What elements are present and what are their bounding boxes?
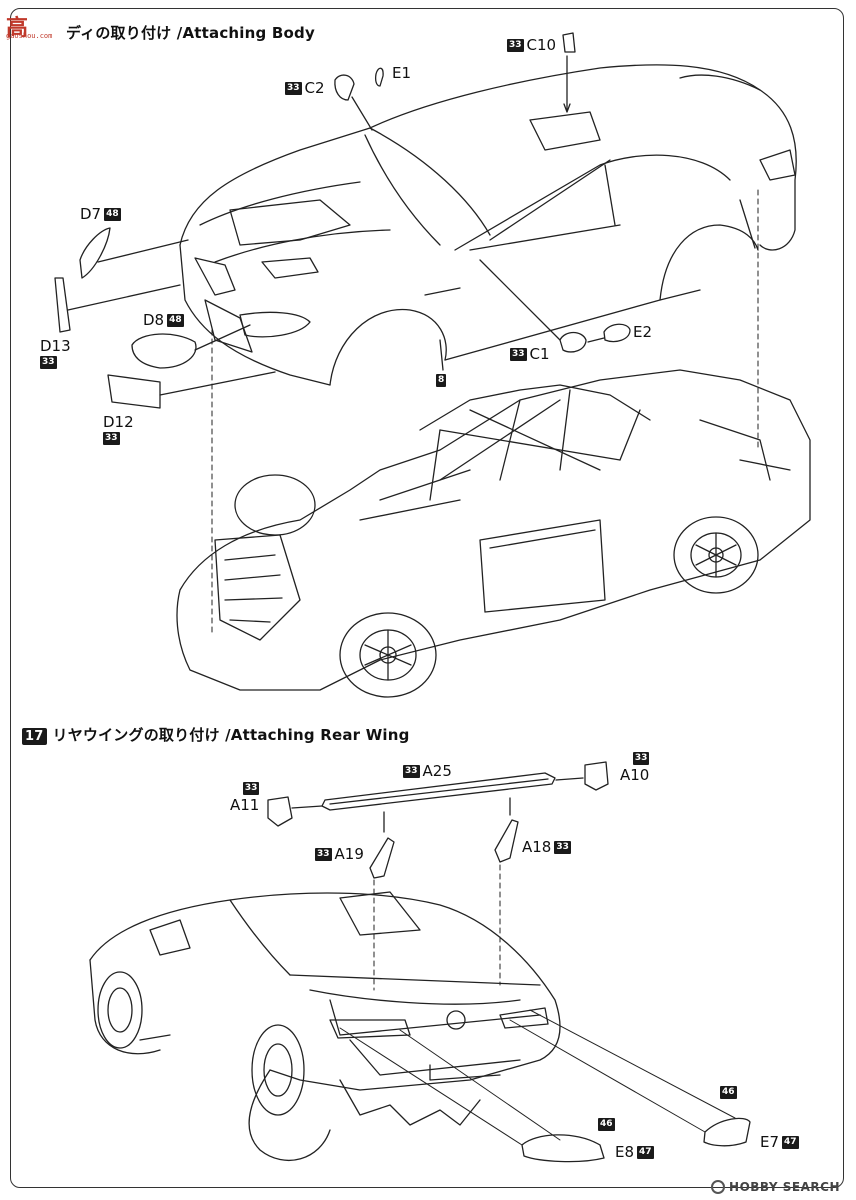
instruction-frame — [10, 8, 844, 1188]
paint-chip-e8: 47 — [637, 1145, 654, 1159]
label-d13-text: D13 — [40, 337, 71, 355]
step-17-title: リヤウイングの取り付け /Attaching Rear Wing — [52, 726, 410, 744]
wing-part-a18 — [494, 797, 519, 863]
watermark-url: gaoshou.com — [6, 32, 53, 40]
label-d7-text: D7 — [80, 205, 102, 223]
body-part-c2 — [334, 74, 373, 131]
paint-chip-c10: 33 — [507, 38, 524, 52]
label-e1-text: E1 — [392, 64, 412, 82]
body-part-d7 — [79, 227, 189, 279]
label-8: 8 — [436, 374, 447, 387]
label-e8-top-chip: 46 — [598, 1118, 615, 1131]
label-e7-text: E7 — [760, 1133, 780, 1151]
paint-chip-d12: 33 — [103, 432, 120, 445]
guide-lines-upper — [211, 189, 759, 636]
label-d12-text: D12 — [103, 413, 134, 431]
car-rear-view — [89, 891, 561, 1162]
step-16-title: ディの取り付け /Attaching Body — [66, 24, 315, 42]
paint-chip-c2: 33 — [285, 81, 302, 95]
paint-chip-d7: 48 — [104, 207, 121, 221]
paint-chip-d8: 48 — [167, 313, 184, 327]
body-part-c10 — [562, 32, 576, 113]
label-a18-text: A18 — [522, 838, 552, 856]
wing-part-e8 — [521, 1134, 605, 1163]
body-part-c1 — [479, 259, 587, 353]
label-d8-text: D8 — [143, 311, 165, 329]
wing-part-a10 — [555, 761, 609, 791]
label-e2-text: E2 — [633, 323, 653, 341]
body-part-d8 — [131, 324, 251, 369]
body-part-e2 — [587, 323, 631, 343]
leader-lines-lower — [339, 1009, 736, 1146]
label-c2-text: C2 — [304, 79, 325, 97]
paint-chip-a25: 33 — [403, 764, 420, 778]
label-e1: E1 — [392, 64, 411, 82]
label-e7-top-chip: 46 — [720, 1086, 737, 1099]
step-17-badge: 17 — [22, 728, 47, 745]
paint-chip-c1: 33 — [510, 347, 527, 361]
body-part-d12 — [107, 371, 276, 409]
wing-part-a19 — [369, 811, 395, 879]
label-a19-text: A19 — [334, 845, 364, 863]
paint-chip-e7: 47 — [782, 1135, 799, 1149]
label-c1-text: C1 — [529, 345, 550, 363]
car-chassis — [176, 369, 811, 698]
hobby-search-watermark: HOBBY SEARCH — [711, 1180, 840, 1194]
label-c10-text: C10 — [526, 36, 557, 54]
paint-chip-d13: 33 — [40, 356, 57, 369]
watermark-logo: 高 gaoshou.com — [6, 10, 68, 41]
label-e2: E2 — [633, 323, 652, 341]
paint-chip-a10: 33 — [632, 752, 650, 765]
body-part-8 — [439, 339, 444, 371]
hobby-search-text: HOBBY SEARCH — [729, 1180, 840, 1194]
paint-chip-e8-top: 46 — [598, 1118, 615, 1131]
paint-chip-a19: 33 — [315, 847, 332, 861]
paint-chip-8: 8 — [436, 374, 447, 387]
hobby-search-icon — [711, 1180, 726, 1194]
label-e8-text: E8 — [615, 1143, 635, 1161]
wing-part-a11 — [267, 796, 323, 827]
paint-chip-e7-top: 46 — [720, 1086, 737, 1099]
label-a11-text: A11 — [230, 796, 260, 814]
wing-part-e7 — [703, 1117, 751, 1147]
step-16-heading: ディの取り付け /Attaching Body — [66, 22, 315, 43]
body-part-d13 — [54, 277, 181, 333]
car-body-shell — [179, 64, 797, 386]
paint-chip-a11: 33 — [242, 782, 260, 795]
watermark-glyph: 高 — [6, 16, 29, 41]
body-part-e1 — [374, 67, 384, 87]
paint-chip-a18: 33 — [554, 840, 571, 854]
step-17-heading: 17 リヤウイングの取り付け /Attaching Rear Wing — [22, 724, 410, 745]
label-a25-text: A25 — [422, 762, 452, 780]
guide-lines-lower — [373, 864, 501, 991]
label-a10-text: A10 — [620, 766, 650, 784]
